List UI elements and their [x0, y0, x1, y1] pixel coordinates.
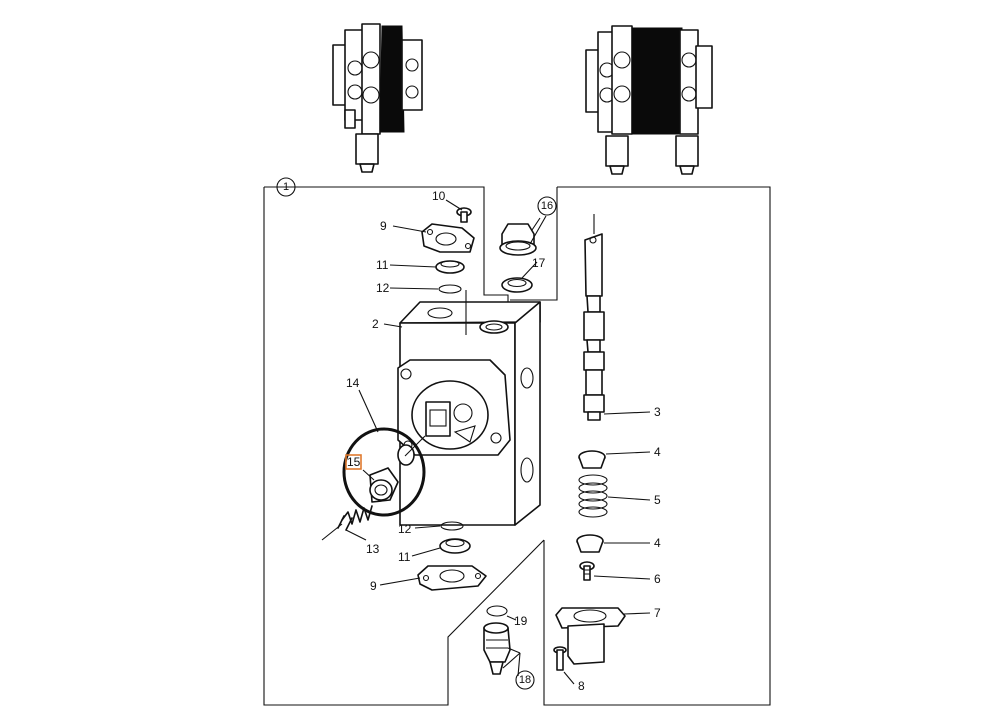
valve-bank-thumbnail-left	[332, 23, 423, 173]
top-cover-plate	[421, 223, 475, 253]
callout-9-upper: 9	[380, 219, 387, 233]
callout-2: 2	[372, 317, 379, 331]
cartridge-valve	[483, 622, 511, 675]
check-valve-detail-circle	[342, 427, 426, 517]
callout-19: 19	[514, 614, 528, 628]
callout-15: 15	[345, 454, 362, 470]
valve-bank-thumbnail-right	[585, 25, 713, 175]
poppet-spring	[321, 505, 373, 541]
callout-5: 5	[654, 493, 661, 507]
check-valve-poppet	[369, 467, 399, 503]
callout-8: 8	[578, 679, 585, 693]
callout-16: 16	[537, 196, 557, 216]
callout-14: 14	[346, 376, 360, 390]
spring-seat-lower	[576, 534, 604, 553]
bottom-cover-plate	[417, 565, 487, 591]
svg-text:18: 18	[519, 674, 531, 686]
callout-11-lower: 11	[398, 550, 411, 564]
svg-text:1: 1	[283, 181, 289, 193]
plug-washer	[501, 277, 533, 293]
callout-7: 7	[654, 606, 661, 620]
top-seal-ring	[435, 260, 465, 274]
svg-text:16: 16	[541, 200, 553, 212]
right-assembly-frame	[510, 186, 771, 706]
bottom-seal-ring	[439, 538, 471, 554]
callout-9-lower: 9	[370, 579, 377, 593]
spool-spring	[578, 474, 608, 518]
spring-seat-upper	[578, 450, 606, 469]
cap-screw	[553, 646, 567, 671]
spring-cap	[555, 607, 626, 665]
callout-12-lower: 12	[398, 522, 412, 536]
callout-12-upper: 12	[376, 281, 390, 295]
callout-10: 10	[432, 189, 446, 203]
cover-screw	[456, 207, 472, 223]
callout-3: 3	[654, 405, 661, 419]
bottom-o-ring	[440, 521, 464, 531]
spool-end-bolt	[579, 561, 595, 581]
valve-body	[397, 290, 541, 526]
callout-4-upper: 4	[654, 445, 661, 459]
top-o-ring	[438, 284, 462, 294]
cartridge-o-ring	[486, 605, 508, 617]
svg-text:15: 15	[347, 455, 361, 469]
left-assembly-frame	[263, 186, 545, 706]
callout-18: 18	[515, 670, 535, 690]
relief-plug	[499, 223, 537, 256]
callout-1: 1	[276, 177, 296, 197]
callout-13: 13	[366, 542, 380, 556]
callout-11-upper: 11	[376, 258, 389, 272]
leader-lines	[345, 199, 651, 685]
callout-17: 17	[532, 256, 546, 270]
callout-4-lower: 4	[654, 536, 661, 550]
callout-6: 6	[654, 572, 661, 586]
control-spool	[583, 214, 605, 421]
